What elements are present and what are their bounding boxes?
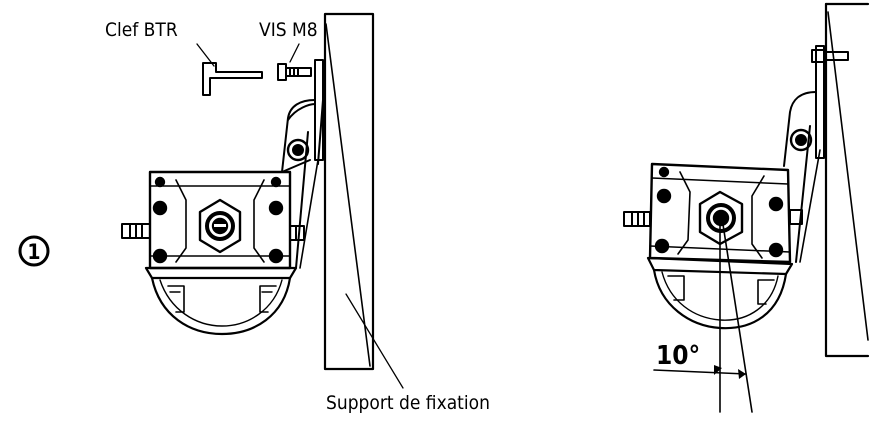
- arm-line: [295, 131, 309, 269]
- allen-key-icon: [202, 62, 263, 96]
- left-figure: Clef BTR VIS M8 Support de fixation: [105, 12, 490, 414]
- support-leader: [345, 293, 404, 389]
- wall-support: [323, 12, 375, 371]
- camera-housing: [148, 170, 292, 270]
- wrench-label: Clef BTR: [105, 19, 178, 41]
- hex-nut-icon-right: [698, 190, 744, 246]
- left-stud-icon: [121, 223, 151, 239]
- hex-nut-icon: [198, 198, 242, 254]
- step-number: 1: [27, 240, 40, 264]
- right-stud-icon: [289, 225, 305, 241]
- camera-dome: [144, 266, 298, 336]
- step-number-badge: 1: [18, 235, 50, 267]
- wall-bracket-right: [783, 45, 825, 263]
- screw-icon: [277, 63, 312, 81]
- mounted-screw-icon: [811, 49, 849, 63]
- arm-line-2: [299, 159, 319, 269]
- screw-label: VIS M8: [259, 19, 318, 41]
- wall-support-right: [824, 2, 870, 358]
- screw-leader: [289, 43, 300, 63]
- tilt-angle-indicator: [653, 217, 753, 413]
- left-stud-icon-right: [623, 211, 651, 227]
- right-stud-icon-right: [789, 209, 803, 225]
- angle-label: 10°: [656, 341, 700, 371]
- right-figure: 10°: [623, 2, 870, 413]
- support-label: Support de fixation: [326, 392, 490, 414]
